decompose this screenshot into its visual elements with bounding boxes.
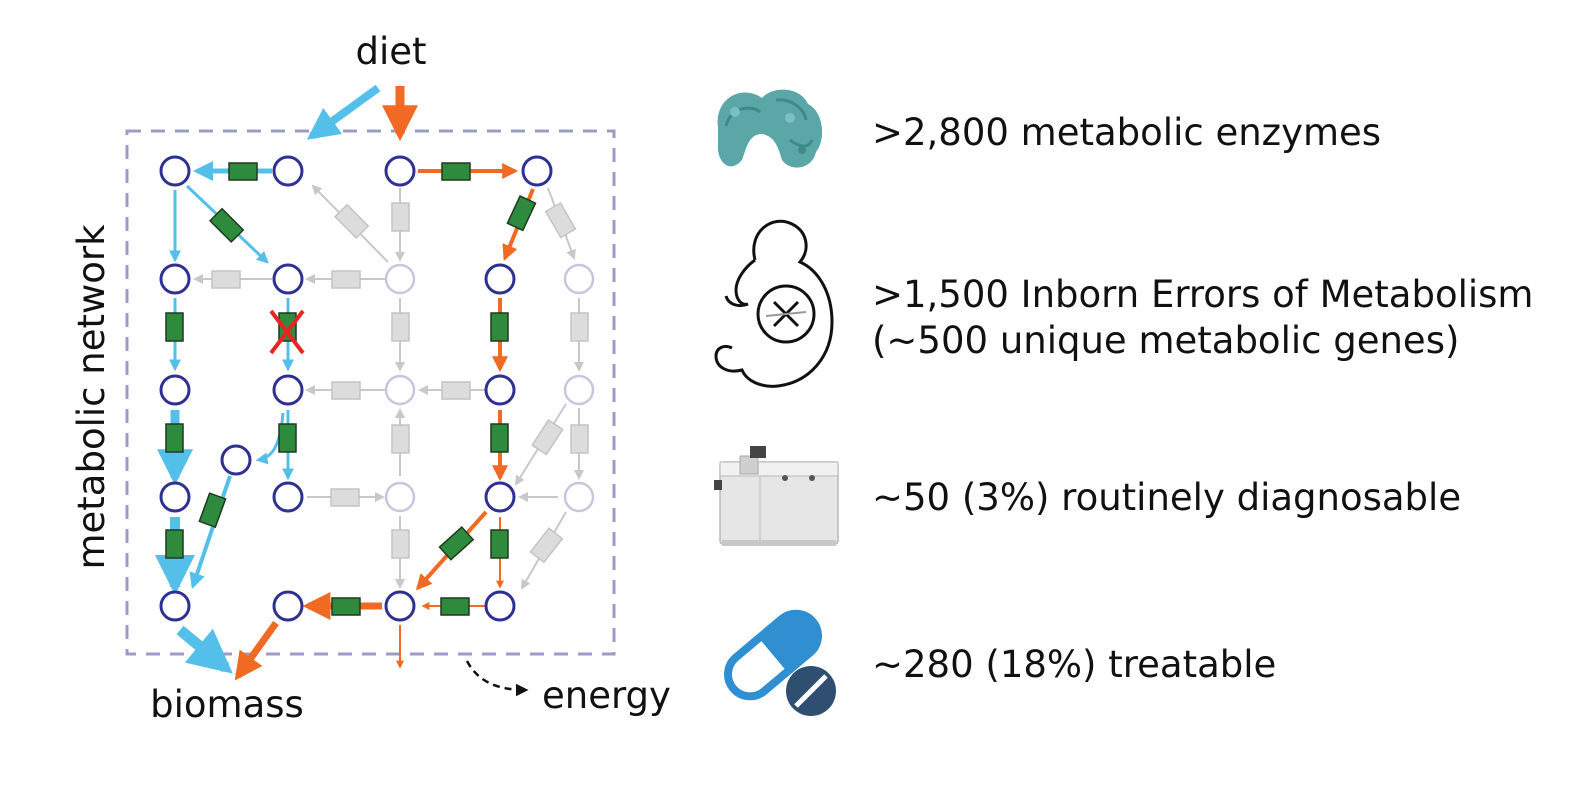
active-metabolite-nodes xyxy=(159,155,553,622)
network-boundary xyxy=(125,129,616,656)
biomass-label: biomass xyxy=(150,683,304,726)
fetus-icon xyxy=(714,219,834,388)
stat-inborn-errors: >1,500 Inborn Errors of Metabolism xyxy=(872,273,1533,316)
energy-arrow xyxy=(465,660,529,697)
inactive-enzymes xyxy=(211,201,589,564)
metabolic-network-label: metabolic network xyxy=(70,224,113,570)
pill-capsule-icon xyxy=(724,609,836,716)
orange-pathway-enzymes xyxy=(331,162,537,616)
enzyme-protein-icon xyxy=(717,89,823,168)
stat-unique-genes: (~500 unique metabolic genes) xyxy=(872,319,1459,362)
stat-treatable: ~280 (18%) treatable xyxy=(872,643,1276,686)
inactive-metabolite-nodes xyxy=(384,263,595,513)
energy-label: energy xyxy=(542,674,671,717)
stat-enzymes: >2,800 metabolic enzymes xyxy=(872,111,1381,154)
stat-diagnosable: ~50 (3%) routinely diagnosable xyxy=(872,476,1461,519)
blue-pathway-enzymes xyxy=(165,162,297,559)
diet-label: diet xyxy=(355,30,426,73)
mass-spectrometer-icon xyxy=(714,446,839,546)
knockout-cross-icon xyxy=(269,309,305,355)
